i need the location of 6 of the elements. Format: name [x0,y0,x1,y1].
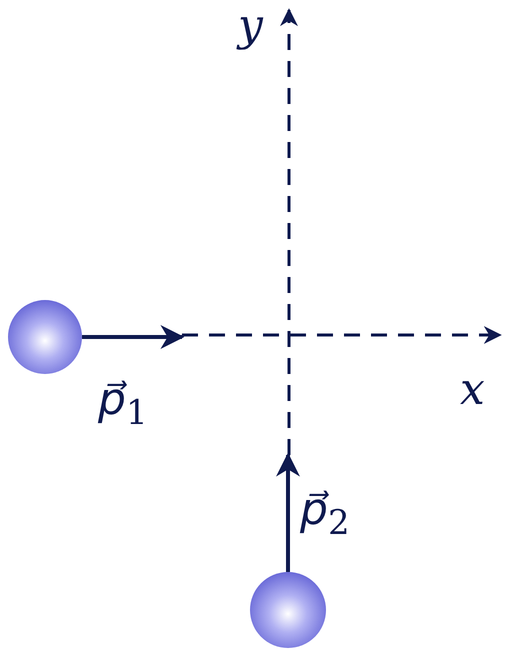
ball [250,572,326,648]
vector-label: p⃗$_{1}$ [98,378,148,430]
axis-label: y [238,4,263,48]
ball [8,300,82,374]
axis-label: x [460,368,485,412]
vector-label: p⃗$_{2}$ [300,488,350,540]
